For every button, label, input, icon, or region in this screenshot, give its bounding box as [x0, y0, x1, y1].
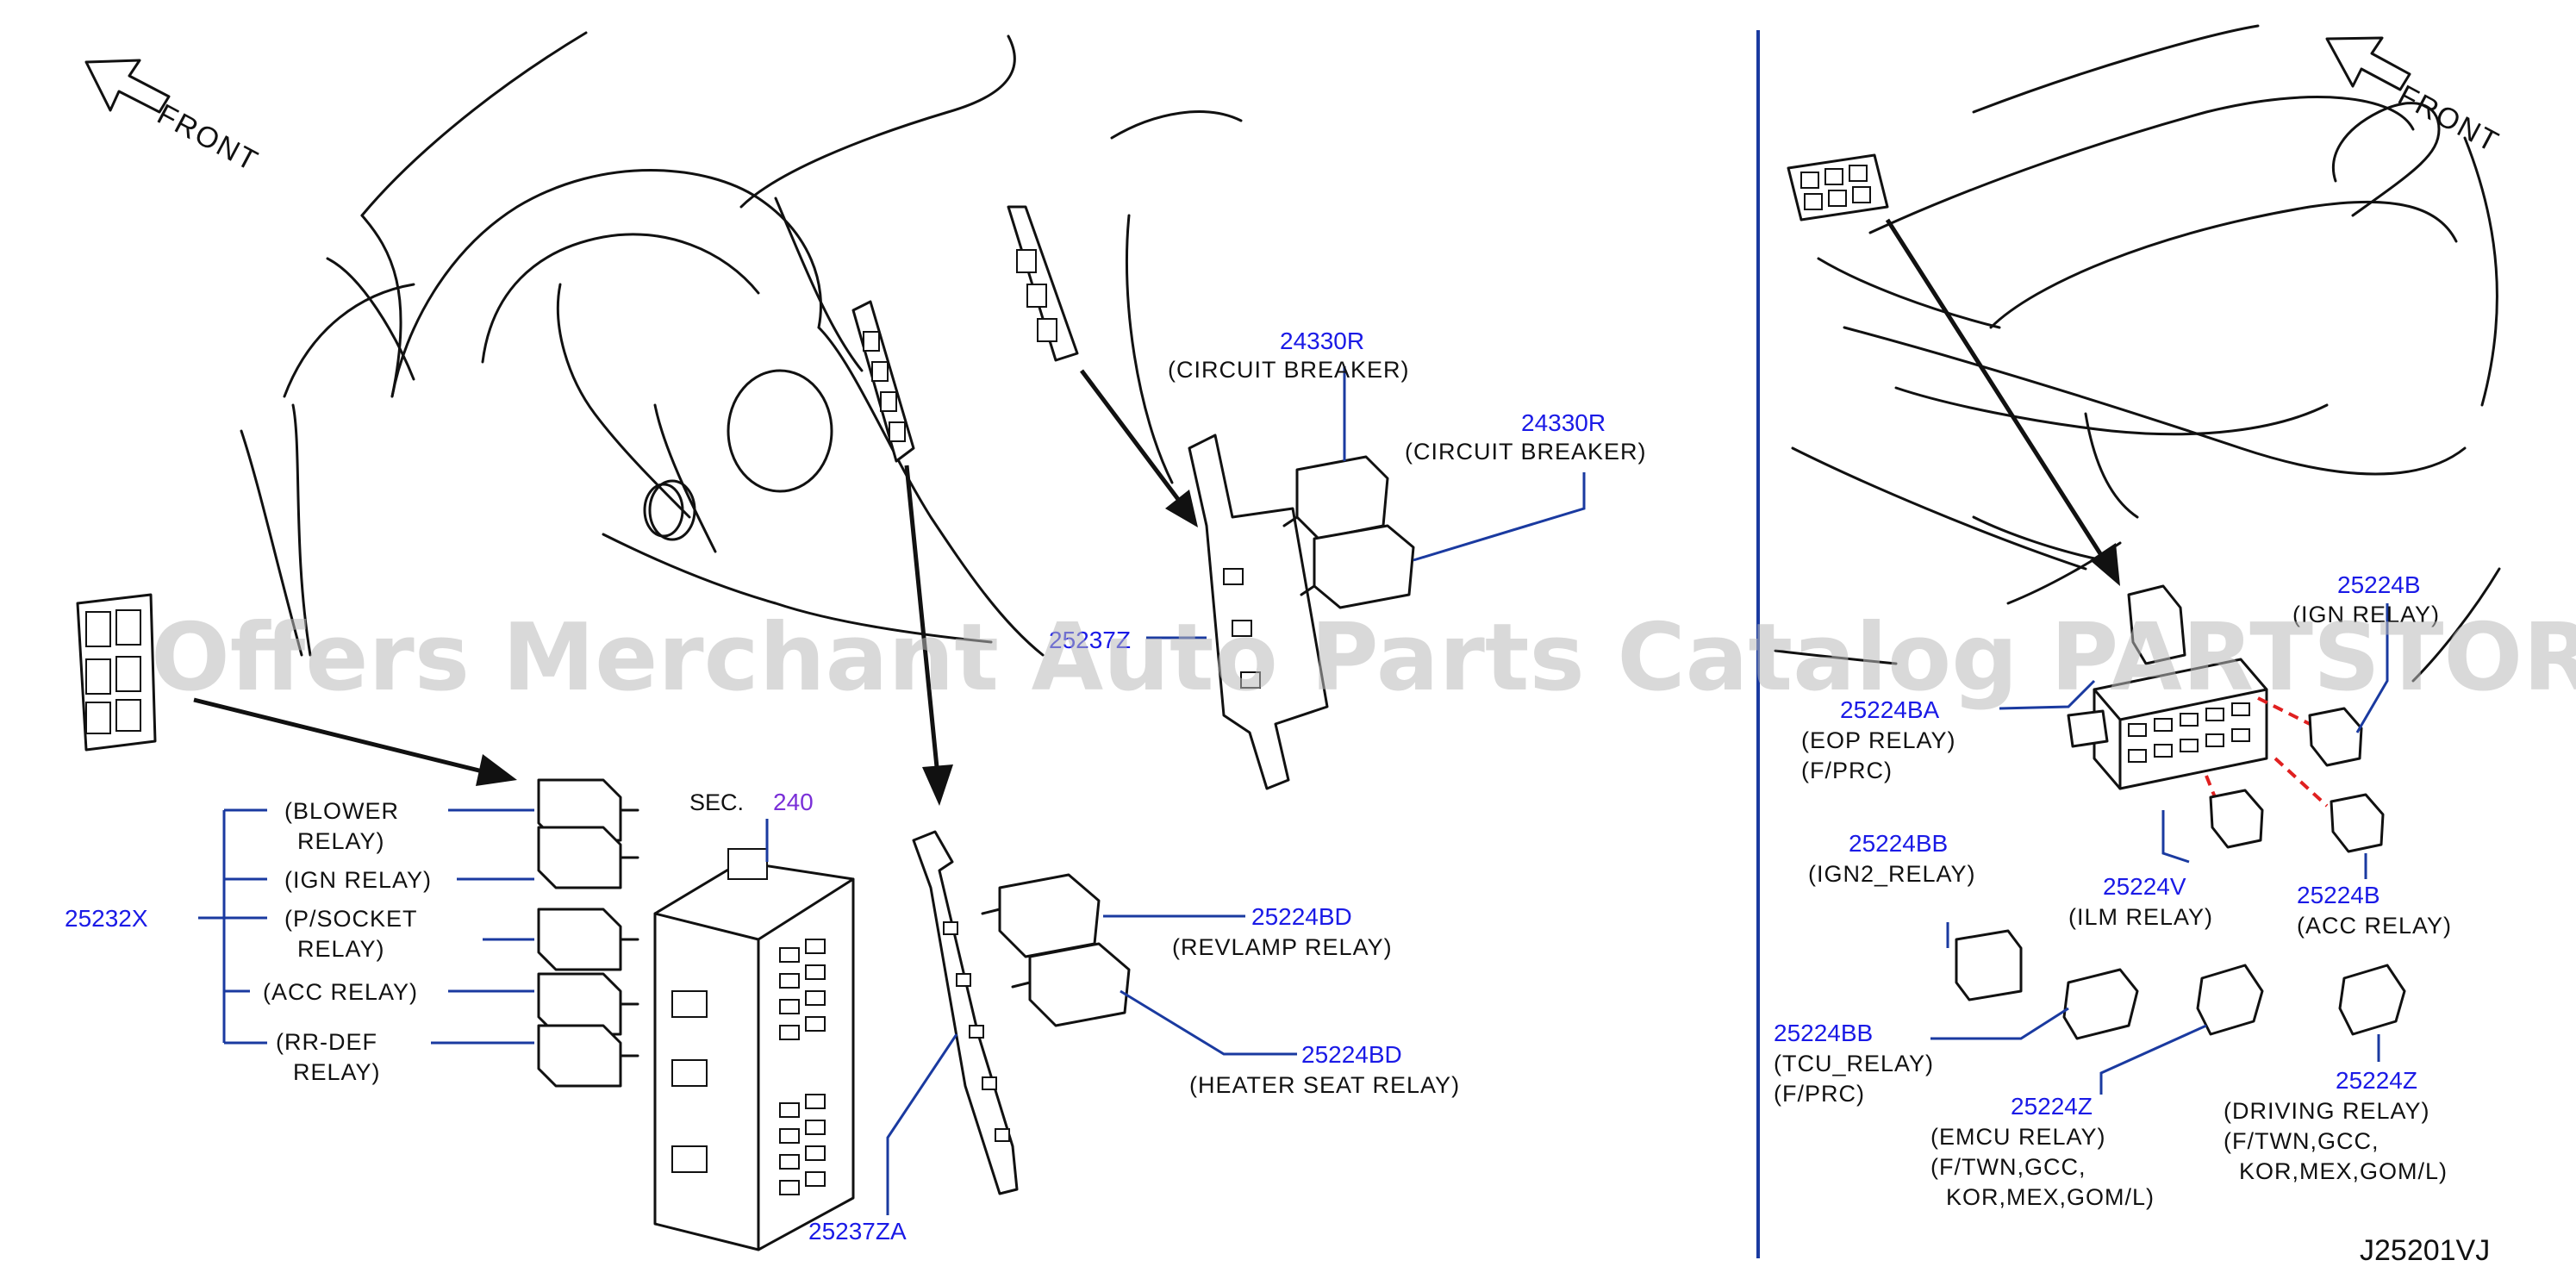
desc-ign-relay-right: (IGN RELAY)	[2292, 602, 2440, 627]
desc-eop-fprc: (F/PRC)	[1801, 758, 1893, 783]
relay-rrdef-line1: (RR-DEF	[276, 1029, 377, 1055]
front-label-left: FRONT	[152, 98, 264, 178]
trunk-sketch	[1774, 24, 2501, 683]
section-label: SEC.	[689, 789, 744, 815]
pn-25224bd-heater: 25224BD	[1301, 1041, 1402, 1068]
relay-ign: (IGN RELAY)	[284, 867, 432, 893]
desc-ign2-relay: (IGN2_RELAY)	[1808, 861, 1976, 887]
pn-25232x: 25232X	[65, 905, 148, 932]
desc-driving-markets1: (F/TWN,GCC,	[2224, 1128, 2379, 1154]
fuse-slots	[671, 939, 826, 1195]
relay-box-right	[2067, 584, 2268, 790]
pn-24330r-side: 24330R	[1521, 409, 1606, 436]
relay-acc: (ACC RELAY)	[263, 979, 418, 1005]
desc-breaker-side: (CIRCUIT BREAKER)	[1405, 439, 1647, 465]
desc-ilm-relay: (ILM RELAY)	[2068, 904, 2213, 930]
junction-arrow	[1885, 218, 2110, 566]
pn-25224b-acc: 25224B	[2297, 882, 2380, 908]
front-arrow-left: FRONT	[84, 59, 264, 178]
diagram-code: J25201VJ	[2360, 1234, 2490, 1267]
desc-driving-relay: (DRIVING RELAY)	[2224, 1098, 2430, 1124]
pn-24330r-top: 24330R	[1280, 328, 1364, 354]
pn-25224b-ign: 25224B	[2337, 571, 2421, 598]
left-labels: 25232X (BLOWER RELAY) (IGN RELAY) (P/SOC…	[65, 328, 1647, 1245]
desc-tcu-relay: (TCU_RELAY)	[1774, 1051, 1934, 1076]
relay-rrdef-line2: RELAY)	[293, 1059, 381, 1085]
junction-block-small	[1787, 153, 1889, 221]
small-relays-right	[1955, 707, 2406, 1040]
right-labels: 25224B (IGN RELAY) 25224BA (EOP RELAY) (…	[1774, 571, 2490, 1267]
desc-acc-relay-right: (ACC RELAY)	[2297, 913, 2452, 939]
section-number: 240	[773, 789, 814, 815]
relay-cluster-icon	[76, 593, 157, 752]
relay-bracket-lower	[912, 830, 1019, 1195]
callout-lines-left	[765, 366, 1586, 1215]
relay-psocket-line2: RELAY)	[297, 936, 385, 962]
relay-bracket-upper	[1188, 434, 1329, 790]
relay-blower-line1: (BLOWER	[284, 798, 399, 824]
desc-emcu-markets1: (F/TWN,GCC,	[1930, 1154, 2086, 1180]
front-label-right: FRONT	[2392, 79, 2504, 159]
pn-25224z-driving: 25224Z	[2336, 1067, 2417, 1094]
dash-fuse-block	[851, 300, 915, 463]
pn-25224v: 25224V	[2103, 873, 2186, 900]
relay-alignment-lines	[2205, 696, 2329, 808]
desc-driving-markets2: KOR,MEX,GOM/L)	[2239, 1158, 2448, 1184]
desc-eop-relay: (EOP RELAY)	[1801, 727, 1956, 753]
revlamp-heater-relays	[981, 873, 1131, 1027]
pn-25224z-emcu: 25224Z	[2011, 1093, 2093, 1120]
pn-25224bb-tcu: 25224BB	[1774, 1020, 1873, 1046]
relay-psocket-line1: (P/SOCKET	[284, 906, 418, 932]
desc-breaker-top: (CIRCUIT BREAKER)	[1168, 357, 1410, 383]
fuse-box	[653, 848, 855, 1251]
desc-revlamp: (REVLAMP RELAY)	[1172, 934, 1393, 960]
watermark: Offers Merchant Auto Parts Catalog PARTS…	[151, 604, 2576, 712]
junction-arrow-head	[2090, 543, 2120, 586]
desc-emcu-markets2: KOR,MEX,GOM/L)	[1946, 1184, 2155, 1210]
leader-arrows-left	[193, 369, 1198, 806]
circuit-breakers	[1282, 455, 1415, 609]
pn-25237za: 25237ZA	[808, 1218, 907, 1245]
stacked-relays	[537, 778, 639, 1088]
pn-25224bd-revlamp: 25224BD	[1251, 903, 1352, 930]
pn-25224ba: 25224BA	[1840, 696, 1940, 723]
pn-25224bb-ign2: 25224BB	[1849, 830, 1948, 857]
desc-heater-seat: (HEATER SEAT RELAY)	[1189, 1072, 1460, 1098]
callout-lines-right	[1930, 603, 2389, 1095]
circuit-breaker-bracket-small	[1007, 205, 1079, 362]
desc-emcu-relay: (EMCU RELAY)	[1930, 1124, 2106, 1150]
pn-25237z: 25237Z	[1049, 627, 1131, 653]
dashboard-sketch	[240, 31, 1243, 657]
desc-tcu-fprc: (F/PRC)	[1774, 1081, 1865, 1107]
left-group-leaders	[198, 808, 534, 1045]
relay-blower-line2: RELAY)	[297, 828, 385, 854]
